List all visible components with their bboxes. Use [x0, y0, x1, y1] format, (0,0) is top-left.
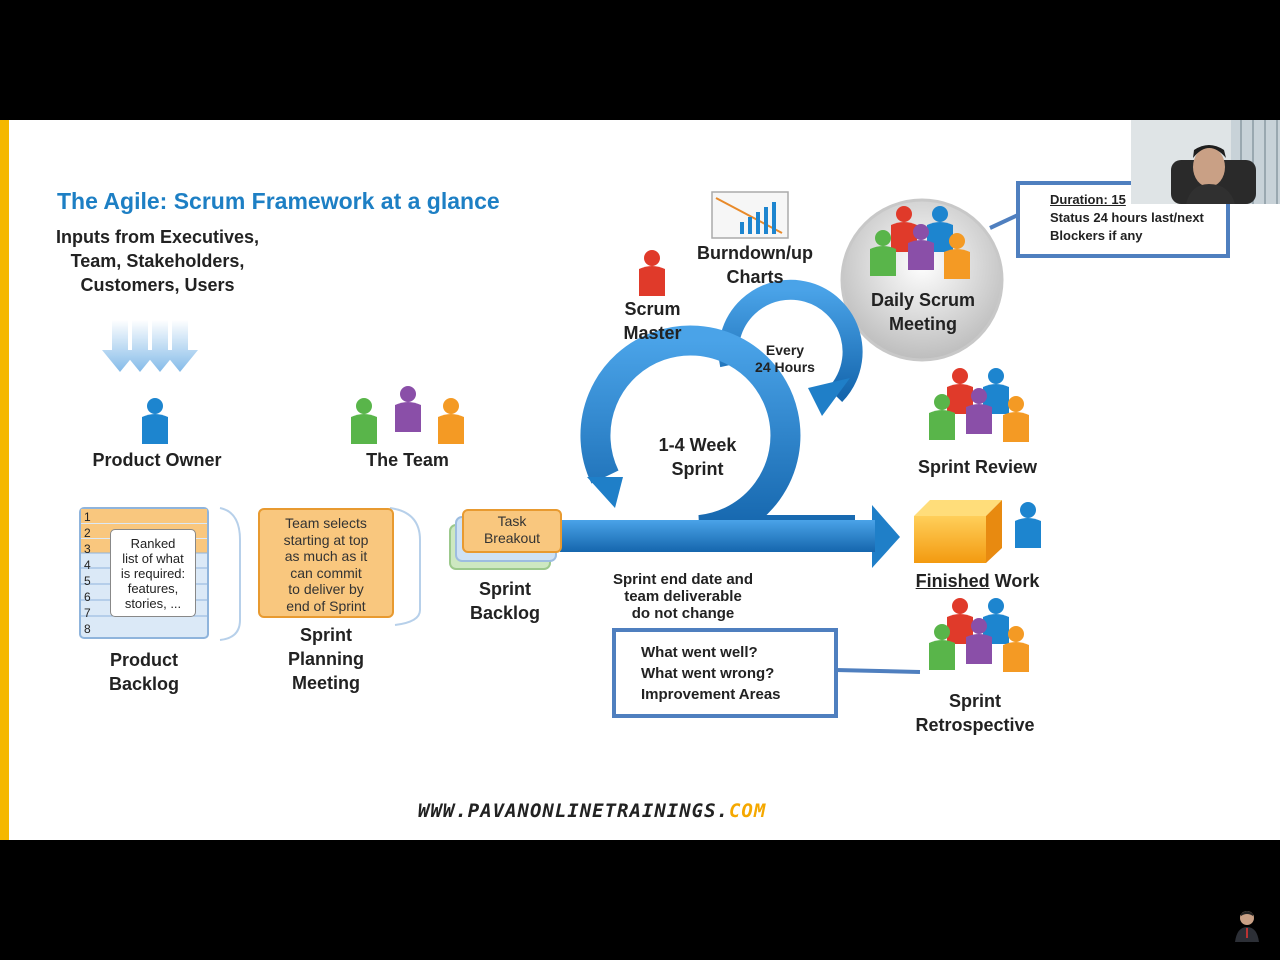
- sprint-duration-line-2: Sprint: [671, 459, 724, 479]
- url-tld: COM: [728, 800, 767, 822]
- team-selects-line: can commit: [290, 564, 362, 581]
- retro-note: Improvement Areas: [641, 686, 781, 703]
- scrum-master-line-2: Master: [623, 323, 682, 343]
- sprint-duration-line-1: 1-4 Week: [658, 435, 737, 455]
- backlog-number: 2: [84, 526, 91, 540]
- team-selects-line: starting at top: [283, 531, 369, 548]
- ranked-line: features,: [127, 581, 179, 596]
- planning-line-1: Sprint: [300, 625, 352, 645]
- retro-line-1: Sprint: [949, 691, 1001, 711]
- person-icon: [1015, 502, 1041, 548]
- daily-scrum-circle: [840, 198, 1004, 362]
- inputs-line-3: Customers, Users: [80, 275, 235, 295]
- ranked-line: list of what: [122, 551, 184, 566]
- team-icon: [929, 368, 1029, 442]
- team-selects-line: to deliver by: [288, 581, 364, 597]
- team-icon: [929, 598, 1029, 672]
- team-selects-line: Team selects: [285, 515, 367, 531]
- website-url: WWW.PAVANONLINETRAININGS.COM: [418, 800, 766, 822]
- backlog-numbers: 1 2 3 4 5 6 7 8: [84, 509, 104, 637]
- burndown-label: Burndown/up Charts: [685, 241, 825, 289]
- left-accent-bar: [0, 120, 9, 840]
- ranked-line: is required:: [120, 566, 186, 581]
- retrospective-notes-box: What went well? What went wrong? Improve…: [612, 628, 838, 718]
- task-line-1: Task: [497, 513, 527, 529]
- inputs-line-1: Inputs from Executives,: [55, 227, 260, 247]
- daily-note: Duration: 15: [1050, 192, 1126, 207]
- team-selects-card: Team selects starting at top as much as …: [258, 508, 394, 618]
- backlog-number: 8: [84, 622, 91, 636]
- finished-work-label: Finished Work: [905, 569, 1050, 593]
- url-domain: WWW.PAVANONLINETRAININGS.: [418, 800, 729, 822]
- burndown-line-2: Charts: [726, 267, 784, 287]
- team-selects-line: as much as it: [284, 548, 368, 564]
- sprint-planning-label: Sprint Planning Meeting: [266, 623, 386, 695]
- task-line-2: Breakout: [483, 530, 541, 546]
- page-title: The Agile: Scrum Framework at a glance: [57, 188, 500, 214]
- planning-line-2: Planning: [288, 649, 364, 669]
- finished-word: Finished: [915, 571, 990, 591]
- backlog-number: 7: [84, 606, 91, 620]
- backlog-number: 4: [84, 558, 91, 572]
- presenter-webcam: [1131, 120, 1280, 204]
- daily-note: Blockers if any: [1050, 228, 1143, 243]
- sprint-backlog-line-1: Sprint: [479, 579, 531, 599]
- product-backlog-line-1: Product: [109, 650, 178, 670]
- sprint-end-note: Sprint end date and team deliverable do …: [598, 571, 768, 622]
- sprint-backlog-line-2: Backlog: [469, 603, 541, 623]
- product-owner-label: Product Owner: [92, 450, 222, 470]
- inputs-label: Inputs from Executives, Team, Stakeholde…: [40, 225, 275, 297]
- sprint-end-line-2: team deliverable: [624, 588, 742, 605]
- person-icon: [142, 398, 168, 444]
- team-selects-line: end of Sprint: [286, 597, 366, 614]
- backlog-number: 3: [84, 542, 91, 556]
- daily-scrum-line-2: Meeting: [888, 314, 957, 334]
- every-24-hours-label: Every 24 Hours: [745, 342, 825, 376]
- the-team-label: The Team: [366, 450, 449, 470]
- every-line-1: Every: [765, 342, 805, 358]
- team-icon: [351, 386, 464, 444]
- cycle-arrow-icon: [718, 279, 863, 416]
- planning-line-3: Meeting: [291, 673, 360, 693]
- ranked-line: Ranked: [130, 536, 176, 551]
- backlog-number: 6: [84, 590, 91, 604]
- chart-icon: [711, 191, 789, 239]
- person-icon: [639, 250, 665, 296]
- sprint-retrospective-label: Sprint Retrospective: [895, 689, 1055, 737]
- sprint-duration-label: 1-4 Week Sprint: [640, 433, 755, 481]
- sprint-backlog-label: Sprint Backlog: [455, 577, 555, 625]
- backlog-number: 5: [84, 574, 91, 588]
- box-icon: [914, 500, 1002, 563]
- slide: The Agile: Scrum Framework at a glance I…: [0, 120, 1280, 840]
- task-breakout-card: Task Breakout: [462, 509, 562, 553]
- cycle-arrow-icon: [560, 325, 900, 568]
- retro-line-2: Retrospective: [915, 715, 1035, 735]
- presenter-avatar: [1232, 908, 1262, 942]
- product-backlog-line-2: Backlog: [108, 674, 180, 694]
- sprint-end-line-3: do not change: [631, 605, 735, 622]
- work-word: Work: [989, 571, 1040, 591]
- scrum-master-label: Scrum Master: [605, 297, 700, 345]
- sprint-review-label: Sprint Review: [917, 457, 1038, 477]
- daily-scrum-line-1: Daily Scrum: [870, 290, 976, 310]
- ranked-line: stories, ...: [124, 596, 182, 611]
- burndown-line-1: Burndown/up: [697, 243, 813, 263]
- daily-scrum-label: Daily Scrum Meeting: [858, 288, 988, 336]
- scrum-master-line-1: Scrum: [624, 299, 681, 319]
- retro-note: What went wrong?: [641, 665, 775, 682]
- sprint-end-line-1: Sprint end date and: [612, 571, 753, 588]
- inputs-line-2: Team, Stakeholders,: [70, 251, 245, 271]
- backlog-number: 1: [84, 510, 91, 524]
- daily-note: Status 24 hours last/next: [1050, 210, 1204, 225]
- product-backlog-label: Product Backlog: [80, 648, 208, 696]
- ranked-list-card: Ranked list of what is required: feature…: [110, 529, 196, 617]
- retro-note: What went well?: [641, 644, 758, 661]
- every-line-2: 24 Hours: [755, 359, 815, 375]
- arrow-down-icon: [102, 320, 198, 372]
